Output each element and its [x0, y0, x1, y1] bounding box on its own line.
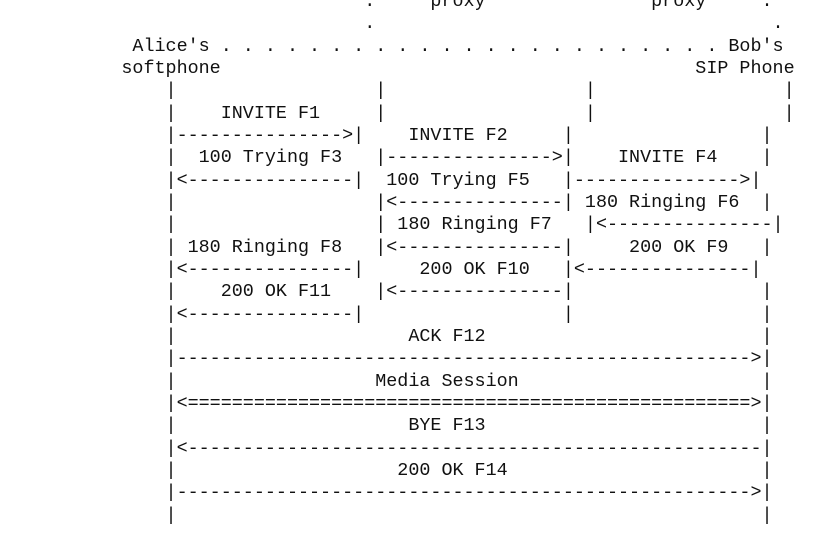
diagram-line: | BYE F13 | — [0, 415, 773, 437]
diagram-line: |---------------------------------------… — [0, 348, 773, 370]
diagram-line: | | 180 Ringing F7 |<---------------| — [0, 214, 784, 236]
diagram-line: | | — [0, 504, 773, 526]
diagram-line: |--------------->| INVITE F2 | | — [0, 124, 773, 146]
sip-call-flow-diagram: . proxy proxy . . . Alice's . . . . . . … — [0, 0, 795, 526]
diagram-line: | 180 Ringing F8 |<---------------| 200 … — [0, 236, 773, 258]
diagram-line: | Media Session | — [0, 370, 773, 392]
diagram-line: . proxy proxy . — [0, 0, 773, 12]
diagram-line: Alice's . . . . . . . . . . . . . . . . … — [0, 35, 784, 57]
diagram-line: |<---------------| | | — [0, 303, 773, 325]
diagram-line: | 200 OK F11 |<---------------| | — [0, 281, 773, 303]
diagram-line: softphone SIP Phone — [0, 57, 795, 79]
diagram-line: |<---------------| 200 OK F10 |<--------… — [0, 258, 762, 280]
diagram-line: |<--------------------------------------… — [0, 437, 773, 459]
diagram-line: |<---------------| 100 Trying F5 |------… — [0, 169, 762, 191]
diagram-line: |<======================================… — [0, 392, 773, 414]
diagram-line: | 200 OK F14 | — [0, 459, 773, 481]
diagram-line: | 100 Trying F3 |--------------->| INVIT… — [0, 147, 773, 169]
diagram-line: | INVITE F1 | | | — [0, 102, 795, 124]
diagram-line: | | | | — [0, 80, 795, 102]
diagram-line: | |<---------------| 180 Ringing F6 | — [0, 191, 773, 213]
diagram-line: | ACK F12 | — [0, 325, 773, 347]
diagram-line: . . — [0, 13, 784, 35]
diagram-line: |---------------------------------------… — [0, 482, 773, 504]
